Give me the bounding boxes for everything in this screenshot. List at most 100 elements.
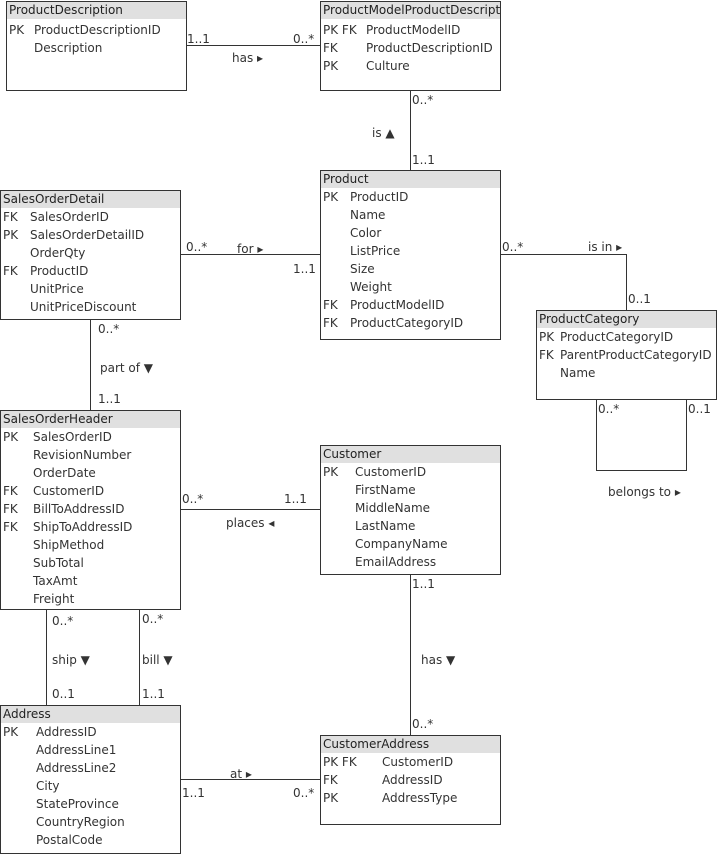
entity-sales-order-header[interactable]: SalesOrderHeader PK SalesOrderID Revisio… bbox=[0, 410, 181, 610]
attribute-name: FirstName bbox=[355, 483, 416, 497]
cardinality-label: 0..* bbox=[293, 32, 315, 46]
relationship-label-places: places ◂ bbox=[226, 516, 275, 530]
attribute-name: CompanyName bbox=[355, 537, 448, 551]
attribute-name: LastName bbox=[355, 519, 416, 533]
relationship-label-at: at ▸ bbox=[230, 767, 252, 781]
attribute-name: ProductModelID bbox=[366, 23, 461, 37]
attribute-name: AddressLine1 bbox=[36, 743, 117, 757]
entity-title: Product bbox=[321, 171, 500, 188]
key-marker: PK FK bbox=[323, 755, 357, 769]
attribute-row: OrderQty bbox=[1, 244, 180, 262]
attribute-row: FK BillToAddressID bbox=[1, 500, 180, 518]
cardinality-label: 0..* bbox=[182, 492, 204, 506]
attribute-name: OrderDate bbox=[33, 466, 96, 480]
entity-customer-address[interactable]: CustomerAddress PK FK CustomerID FK Addr… bbox=[320, 735, 501, 825]
attribute-row: AddressLine2 bbox=[1, 759, 180, 777]
key-marker: PK bbox=[323, 791, 339, 805]
attribute-name: Name bbox=[560, 366, 596, 380]
cardinality-label: 1..1 bbox=[412, 153, 435, 167]
key-marker: PK bbox=[323, 465, 339, 479]
key-marker: FK bbox=[3, 520, 18, 534]
attribute-name: Color bbox=[350, 226, 382, 240]
edge-product-is-in bbox=[501, 254, 627, 310]
attribute-row: ListPrice bbox=[321, 242, 500, 260]
entity-product-category[interactable]: ProductCategory PK ProductCategoryID FK … bbox=[536, 310, 717, 400]
attribute-row: SubTotal bbox=[1, 554, 180, 572]
attribute-name: AddressID bbox=[382, 773, 443, 787]
key-marker: FK bbox=[539, 348, 554, 362]
attribute-name: UnitPriceDiscount bbox=[30, 300, 137, 314]
attribute-row: TaxAmt bbox=[1, 572, 180, 590]
entity-address[interactable]: Address PK AddressID AddressLine1 Addres… bbox=[0, 705, 181, 854]
attribute-row: StateProvince bbox=[1, 795, 180, 813]
cardinality-label: 1..1 bbox=[182, 786, 205, 800]
attribute-name: RevisionNumber bbox=[33, 448, 132, 462]
relationship-label-part-of: part of ▼ bbox=[100, 361, 154, 375]
attribute-row: PK SalesOrderDetailID bbox=[1, 226, 180, 244]
attribute-row: AddressLine1 bbox=[1, 741, 180, 759]
key-marker: PK bbox=[539, 330, 555, 344]
attribute-name: SalesOrderID bbox=[30, 210, 109, 224]
cardinality-label: 1..1 bbox=[412, 577, 435, 591]
attribute-name: ProductModelID bbox=[350, 298, 445, 312]
cardinality-label: 0..* bbox=[98, 322, 120, 336]
attribute-row: EmailAddress bbox=[321, 553, 500, 571]
attribute-name: MiddleName bbox=[355, 501, 431, 515]
attribute-row: FirstName bbox=[321, 481, 500, 499]
key-marker: PK bbox=[323, 190, 339, 204]
attribute-row: Name bbox=[537, 364, 716, 382]
attribute-name: ProductID bbox=[30, 264, 89, 278]
attribute-row: FK SalesOrderID bbox=[1, 208, 180, 226]
entity-customer[interactable]: Customer PK CustomerID FirstName MiddleN… bbox=[320, 445, 501, 575]
attribute-name: Size bbox=[350, 262, 375, 276]
entity-product-description[interactable]: ProductDescription PK ProductDescription… bbox=[6, 1, 187, 91]
entity-product[interactable]: Product PK ProductID Name Color ListPric… bbox=[320, 170, 501, 340]
attribute-name: ListPrice bbox=[350, 244, 401, 258]
attribute-row: FK ProductDescriptionID bbox=[321, 39, 500, 57]
cardinality-label: 0..* bbox=[502, 240, 524, 254]
cardinality-label: 0..* bbox=[142, 612, 164, 626]
attribute-name: Culture bbox=[366, 59, 410, 73]
key-marker: PK bbox=[3, 430, 19, 444]
relationship-label-has: has ▼ bbox=[421, 653, 456, 667]
attribute-row: PK ProductID bbox=[321, 188, 500, 206]
cardinality-label: 1..1 bbox=[142, 687, 165, 701]
entity-product-model-product-description[interactable]: ProductModelProductDescription PK FK Pro… bbox=[320, 1, 501, 91]
cardinality-label: 0..1 bbox=[628, 292, 651, 306]
key-marker: FK bbox=[323, 316, 338, 330]
cardinality-label: 0..* bbox=[293, 786, 315, 800]
entity-title: CustomerAddress bbox=[321, 736, 500, 753]
attribute-row: PK SalesOrderID bbox=[1, 428, 180, 446]
attribute-name: TaxAmt bbox=[33, 574, 78, 588]
attribute-row: UnitPrice bbox=[1, 280, 180, 298]
attribute-row: PostalCode bbox=[1, 831, 180, 849]
attribute-row: Color bbox=[321, 224, 500, 242]
attribute-name: OrderQty bbox=[30, 246, 86, 260]
cardinality-label: 0..* bbox=[52, 614, 74, 628]
attribute-name: CustomerID bbox=[33, 484, 105, 498]
attribute-name: AddressLine2 bbox=[36, 761, 117, 775]
attribute-row: PK AddressID bbox=[1, 723, 180, 741]
attribute-row: OrderDate bbox=[1, 464, 180, 482]
attribute-name: ProductCategoryID bbox=[560, 330, 674, 344]
key-marker: FK bbox=[3, 484, 18, 498]
attribute-name: AddressID bbox=[36, 725, 97, 739]
cardinality-label: 0..* bbox=[598, 402, 620, 416]
entity-title: SalesOrderDetail bbox=[1, 191, 180, 208]
entity-sales-order-detail[interactable]: SalesOrderDetail FK SalesOrderID PK Sale… bbox=[0, 190, 181, 320]
attribute-name: Weight bbox=[350, 280, 392, 294]
attribute-row: Name bbox=[321, 206, 500, 224]
key-marker: FK bbox=[323, 298, 338, 312]
attribute-row: FK AddressID bbox=[321, 771, 500, 789]
relationship-label-is-in: is in ▸ bbox=[588, 240, 623, 254]
attribute-row: Description bbox=[7, 39, 186, 57]
attribute-row: FK CustomerID bbox=[1, 482, 180, 500]
key-marker: PK bbox=[323, 59, 339, 73]
attribute-row: FK ProductID bbox=[1, 262, 180, 280]
attribute-row: FK ProductModelID bbox=[321, 296, 500, 314]
attribute-name: SalesOrderDetailID bbox=[30, 228, 145, 242]
cardinality-label: 1..1 bbox=[187, 32, 210, 46]
attribute-name: ProductDescriptionID bbox=[366, 41, 493, 55]
attribute-name: City bbox=[36, 779, 60, 793]
attribute-row: PK ProductDescriptionID bbox=[7, 21, 186, 39]
